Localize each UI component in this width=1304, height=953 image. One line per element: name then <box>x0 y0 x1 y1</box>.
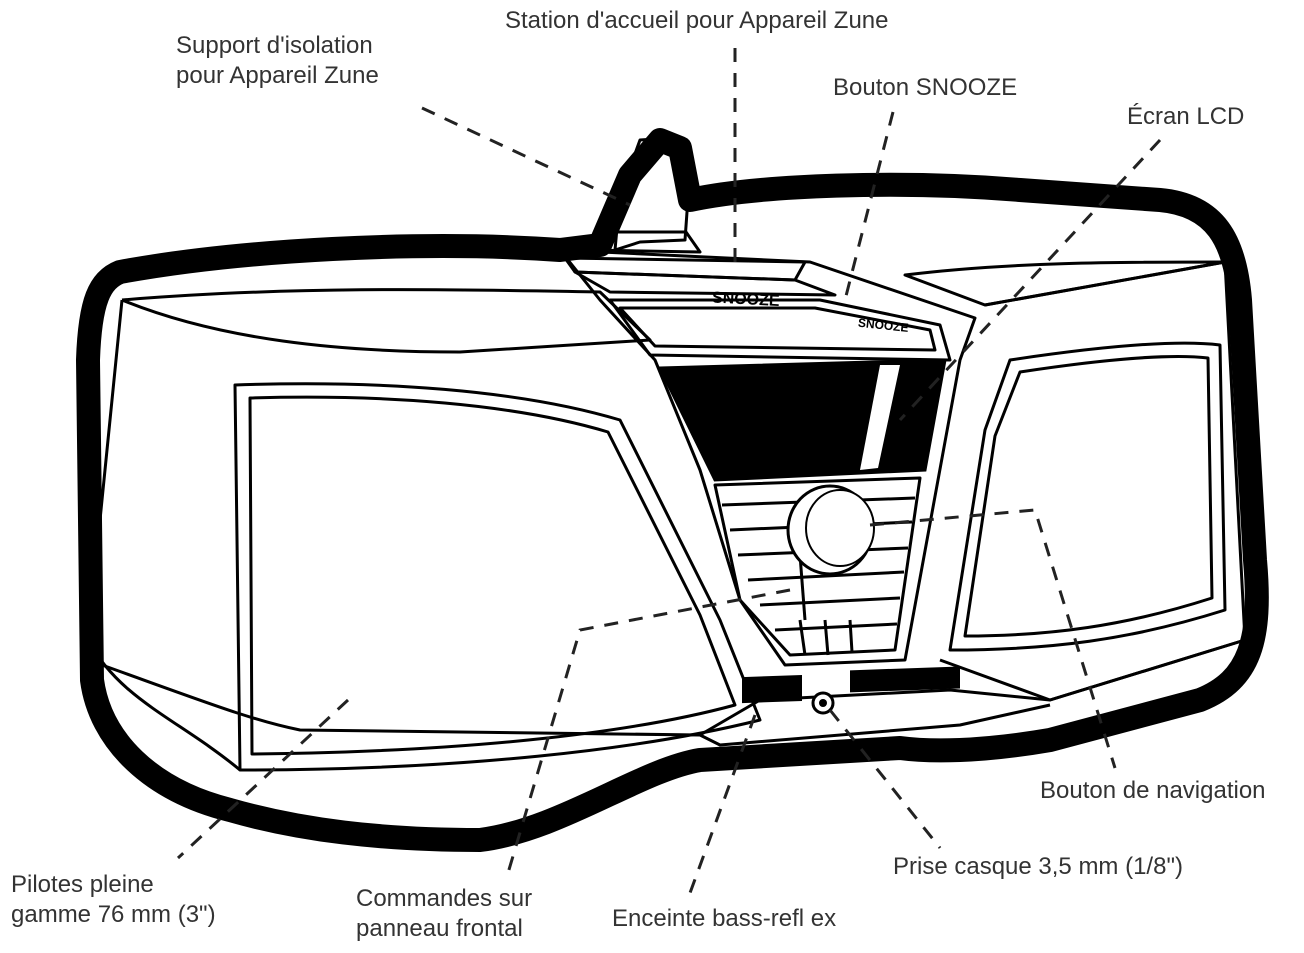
isolation-support-fin <box>613 136 692 252</box>
callout-front-controls-line-2: panneau frontal <box>356 915 523 942</box>
callout-full-range-drivers: Pilotes pleine gamme 76 mm (3") <box>11 870 216 930</box>
callout-front-controls: Commandes sur panneau frontal <box>356 884 532 944</box>
leader-lcd-screen <box>898 138 1162 422</box>
bass-reflex-port-left <box>742 674 802 704</box>
front-controls-panel <box>713 476 922 657</box>
left-speaker-grille <box>233 382 762 772</box>
right-cabinet-top <box>903 260 1227 307</box>
callout-dock-station-line-1: Station d'accueil pour Appareil Zune <box>505 7 889 34</box>
snooze-panel <box>608 298 952 362</box>
callout-bass-reflex-line-1: Enceinte bass-refl ex <box>612 905 837 932</box>
callout-headphone-jack-line-1: Prise casque 3,5 mm (1/8") <box>893 853 1183 880</box>
right-speaker-grille-inner <box>963 355 1214 638</box>
lcd-screen-highlight <box>860 365 900 470</box>
leader-bass-reflex <box>688 714 757 894</box>
bass-reflex-port-right <box>850 666 960 693</box>
left-cabinet-body <box>86 299 241 772</box>
leader-headphone-jack <box>828 709 942 849</box>
headphone-jack-hole <box>819 699 827 707</box>
callout-isolation-support: Support d'isolation pour Appareil Zune <box>176 31 379 91</box>
right-speaker-grille <box>948 341 1227 652</box>
callout-full-range-drivers-line-1: Pilotes pleine <box>11 871 154 898</box>
callout-isolation-support-line-2: pour Appareil Zune <box>176 62 379 89</box>
leader-isolation-support <box>421 106 631 207</box>
callout-dock-station: Station d'accueil pour Appareil Zune <box>505 6 889 36</box>
snooze-top-text: SNOOZE <box>712 289 781 310</box>
callout-isolation-support-line-1: Support d'isolation <box>176 32 373 59</box>
snooze-panel-inner <box>618 306 937 352</box>
left-speaker-grille-inner <box>248 395 737 756</box>
callout-bass-reflex: Enceinte bass-refl ex <box>612 904 836 934</box>
callout-headphone-jack: Prise casque 3,5 mm (1/8") <box>893 852 1183 882</box>
base-strip <box>87 638 1246 737</box>
callout-nav-button-line-1: Bouton de navigation <box>1040 777 1266 804</box>
leader-snooze-button <box>843 111 895 301</box>
callout-snooze-button: Bouton SNOOZE <box>833 73 1017 103</box>
callout-nav-button: Bouton de navigation <box>1040 776 1266 806</box>
navigation-knob-face <box>805 489 875 567</box>
leader-front-controls <box>506 588 791 874</box>
callout-snooze-button-line-1: Bouton SNOOZE <box>833 74 1018 101</box>
callout-front-controls-line-1: Commandes sur <box>356 885 533 912</box>
base-strip-lower <box>699 703 1051 747</box>
dock-slot-lip <box>573 270 837 297</box>
center-console <box>558 248 977 667</box>
callout-lcd-screen: Écran LCD <box>1127 102 1244 132</box>
callout-lcd-screen-line-1: Écran LCD <box>1127 103 1245 130</box>
leader-full-range-drivers <box>176 698 350 860</box>
callout-full-range-drivers-line-2: gamme 76 mm (3") <box>11 901 216 928</box>
left-cabinet-top <box>121 288 652 354</box>
snooze-side-text: SNOOZE <box>857 316 909 335</box>
lcd-screen <box>657 358 947 482</box>
leader-nav-button <box>869 508 1117 769</box>
isolation-support-base <box>588 230 702 254</box>
